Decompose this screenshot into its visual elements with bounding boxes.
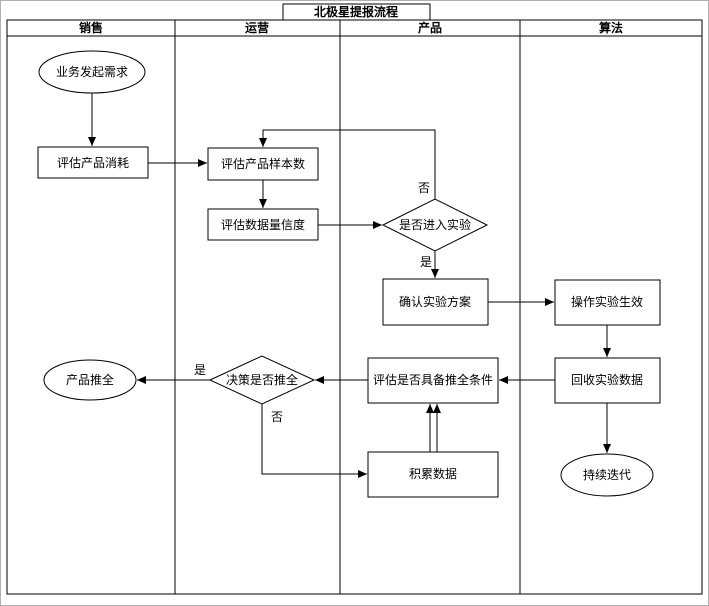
lane-header-algorithm: 算法: [599, 20, 623, 35]
diagram-title: 北极星提报流程: [314, 4, 398, 19]
node-product-rollout-label: 产品推全: [66, 372, 114, 387]
lane-headers: 销售 运营 产品 算法: [79, 20, 623, 35]
start-ellipse[interactable]: [38, 50, 146, 94]
node-assess-consumption-label: 评估产品消耗: [57, 156, 129, 170]
node-confirm-plan-label: 确认实验方案: [399, 294, 471, 309]
node-assess-rollout[interactable]: 评估是否具备推全条件: [367, 357, 499, 404]
node-product-rollout[interactable]: 产品推全: [43, 359, 137, 401]
node-decide-rollout-label: 决策是否推全: [226, 372, 298, 387]
lane-header-operations: 运营: [245, 20, 269, 35]
decide-rollout-diamond[interactable]: [208, 355, 316, 405]
node-assess-rollout-label: 评估是否具备推全条件: [373, 372, 493, 387]
edge-no-to-accumulate: [261, 404, 367, 478]
confirm-plan-rect[interactable]: [382, 278, 489, 326]
edge-label-yes-experiment: 是: [420, 255, 432, 269]
node-accumulate-data[interactable]: 积累数据: [367, 451, 499, 498]
iterate-ellipse[interactable]: [560, 453, 654, 497]
enter-experiment-diamond[interactable]: [381, 198, 489, 252]
accumulate-data-rect[interactable]: [367, 451, 499, 498]
node-decide-rollout[interactable]: 决策是否推全: [208, 355, 316, 405]
assess-rollout-rect[interactable]: [367, 357, 499, 404]
node-assess-sample-size-label: 评估产品样本数: [221, 156, 305, 171]
edge-no-loop-to-sample: [259, 129, 436, 199]
collect-data-rect[interactable]: [554, 357, 661, 404]
node-accumulate-data-label: 积累数据: [409, 466, 457, 481]
node-assess-consumption[interactable]: 评估产品消耗: [37, 146, 149, 179]
assess-consumption-rect[interactable]: [37, 146, 149, 179]
product-rollout-ellipse[interactable]: [43, 359, 137, 401]
node-collect-data-label: 回收实验数据: [571, 372, 643, 387]
node-enter-experiment[interactable]: 是否进入实验: [381, 198, 489, 252]
node-start[interactable]: 业务发起需求: [38, 50, 146, 94]
assess-sample-size-rect[interactable]: [207, 147, 319, 181]
node-collect-data[interactable]: 回收实验数据: [554, 357, 661, 404]
edge-label-no-experiment: 否: [418, 181, 430, 195]
node-iterate[interactable]: 持续迭代: [560, 453, 654, 497]
node-assess-sample-size[interactable]: 评估产品样本数: [207, 147, 319, 181]
edge-label-yes-rollout: 是: [194, 363, 206, 377]
title-box: [282, 3, 431, 21]
edges: [88, 93, 611, 478]
node-iterate-label: 持续迭代: [583, 467, 631, 482]
edge-label-no-rollout: 否: [271, 410, 283, 424]
node-enter-experiment-label: 是否进入实验: [399, 217, 471, 232]
assess-data-reliability-rect[interactable]: [207, 208, 319, 241]
lane-header-product: 产品: [418, 20, 442, 35]
node-assess-data-reliability-label: 评估数据量信度: [221, 217, 305, 232]
apply-experiment-rect[interactable]: [554, 279, 661, 326]
node-confirm-plan[interactable]: 确认实验方案: [382, 278, 489, 326]
node-start-label: 业务发起需求: [56, 64, 128, 79]
lane-header-sales: 销售: [79, 20, 103, 35]
node-assess-data-reliability[interactable]: 评估数据量信度: [207, 208, 319, 241]
node-apply-experiment-label: 操作实验生效: [571, 294, 643, 309]
edge-labels: 否 是 是 否: [194, 181, 432, 424]
node-apply-experiment[interactable]: 操作实验生效: [554, 279, 661, 326]
